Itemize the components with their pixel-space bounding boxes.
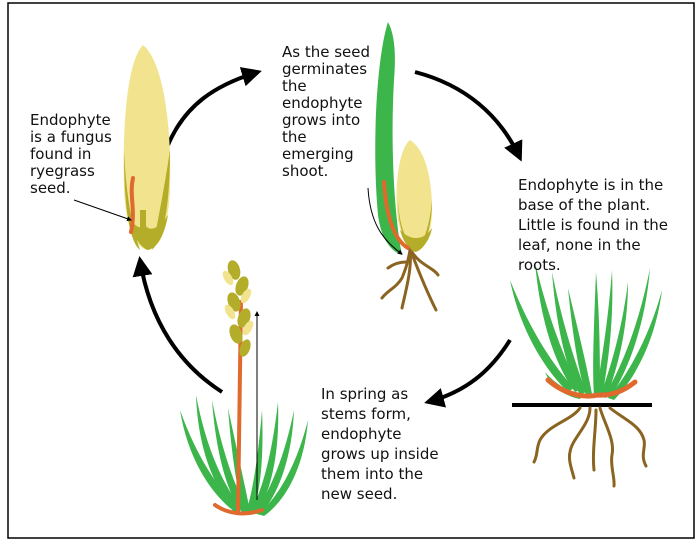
stage-label-spring: In spring as stems form, endophyte grows up… [321, 385, 439, 503]
stage-label-line: the [282, 128, 307, 146]
stage-label-line: grows up inside [321, 445, 439, 463]
seed-illustration [73, 45, 171, 250]
stage-label-line: the [282, 77, 307, 95]
stage-label-line: is a fungus [30, 128, 112, 146]
cycle-arrow-seed-to-germination [166, 67, 262, 146]
mature-plant-illustration [510, 262, 662, 488]
germinating-seed-illustration [367, 22, 440, 312]
endophyte-in-plant-base [213, 503, 264, 516]
diagram-border [7, 2, 695, 539]
stage-label-line: germinates [282, 60, 367, 78]
stage-label-line: shoot. [282, 162, 328, 180]
stage-label-line: ryegrass [30, 162, 95, 180]
stage-label-line: Endophyte is in the [518, 176, 663, 194]
germination-pointer-line [367, 187, 403, 255]
stage-label-line: them into the [321, 465, 423, 483]
stage-label-plant: Endophyte is in the base of the plant. Lit… [518, 176, 668, 274]
stage-label-line: Endophyte [30, 111, 111, 129]
stage-label-line: found in [30, 145, 91, 163]
stage-label-line: In spring as [321, 385, 408, 403]
stage-label-line: Little is found in the [518, 216, 668, 234]
stage-label-line: new seed. [321, 485, 397, 503]
stage-label-line: base of the plant. [518, 196, 650, 214]
cycle-arrow-plant-to-spring [424, 338, 512, 408]
stage-label-line: seed. [30, 179, 71, 197]
endophyte-in-plant-base [545, 377, 638, 399]
endophyte-in-seed [129, 176, 135, 234]
flowering-plant-illustration [180, 260, 308, 516]
stage-label-line: emerging [282, 145, 354, 163]
stage-label-line: roots. [518, 256, 561, 274]
stage-label-line: As the seed [282, 43, 370, 61]
endophyte-in-shoot [382, 180, 410, 250]
stage-label-line: leaf, none in the [518, 236, 641, 254]
stage-label-line: grows into [282, 111, 360, 129]
stage-label-line: endophyte [321, 425, 401, 443]
cycle-arrow-spring-to-seed [132, 256, 224, 394]
seed-pointer-line [73, 199, 132, 222]
soil-line [512, 403, 652, 407]
cycle-arrow-germination-to-plant [414, 70, 523, 162]
stage-label-line: endophyte [282, 94, 362, 112]
stage-label-line: stems form, [321, 405, 411, 423]
